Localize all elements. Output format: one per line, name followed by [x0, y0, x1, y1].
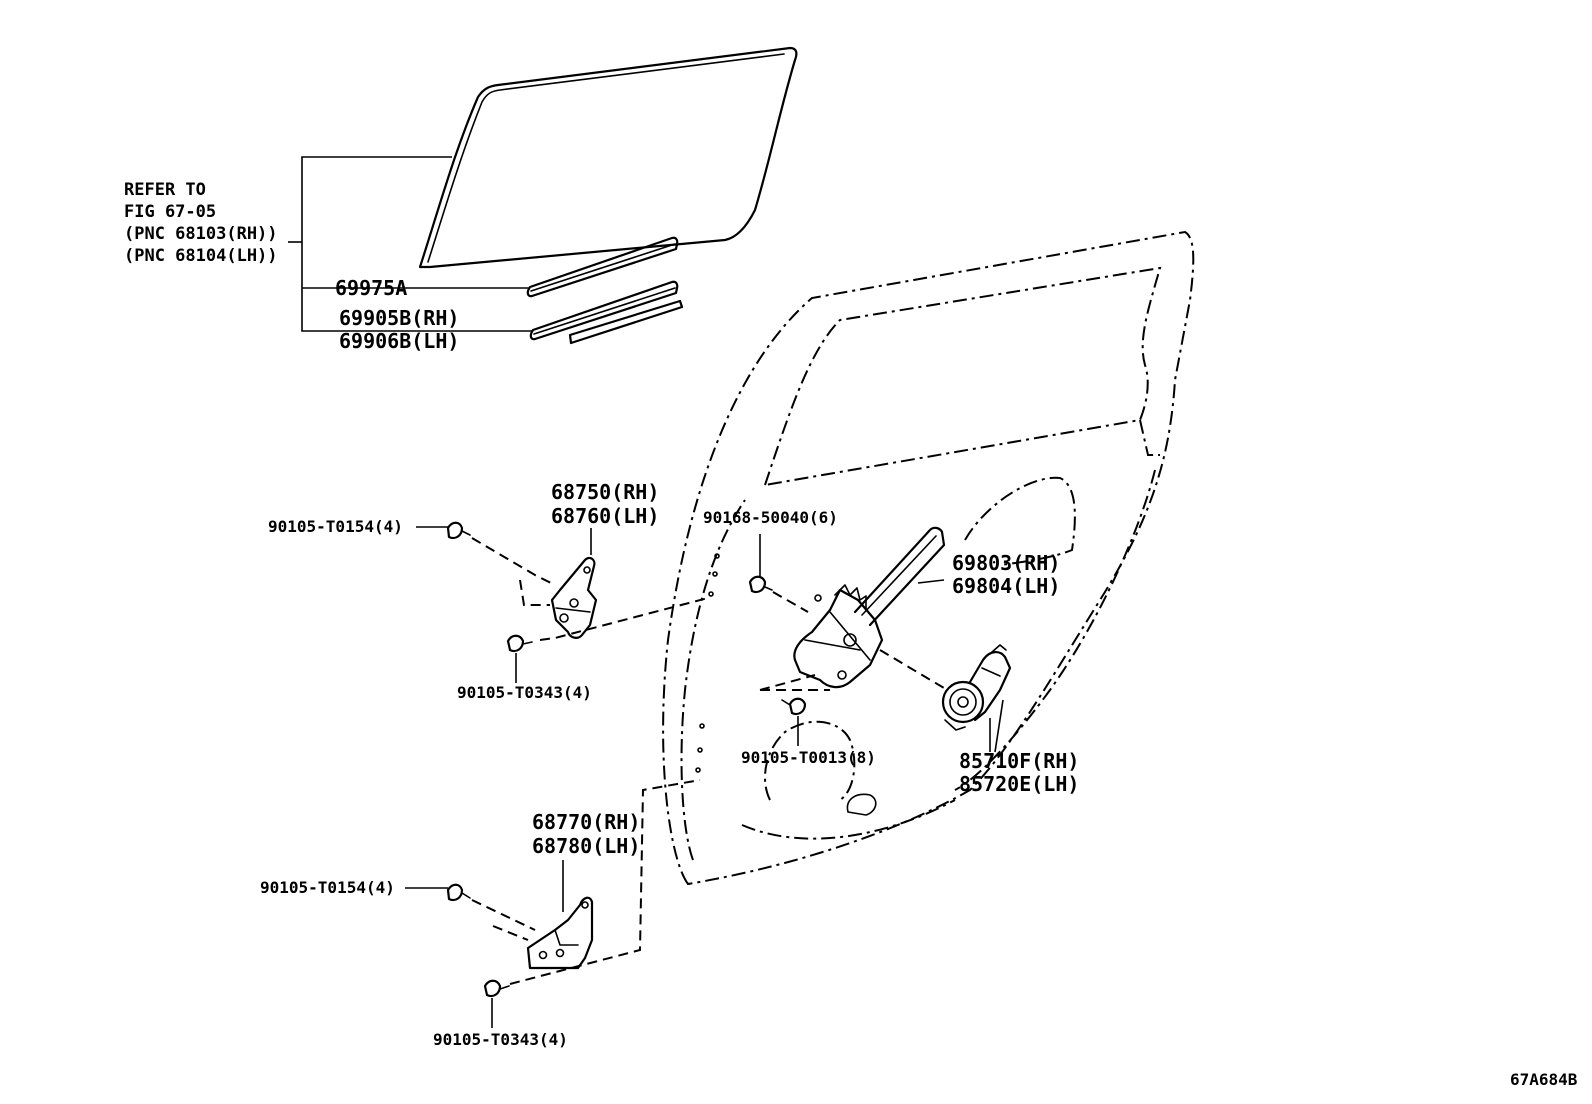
part-label-69804[interactable]: 69804(LH): [952, 574, 1061, 598]
part-label-69803[interactable]: 69803(RH): [952, 551, 1061, 575]
part-label-85720E[interactable]: 85720E(LH): [959, 772, 1080, 796]
part-label-69905B[interactable]: 69905B(RH): [339, 306, 460, 330]
door-glass: [418, 46, 798, 269]
part-label-90168-50040[interactable]: 90168-50040(6): [703, 508, 838, 527]
part-label-68780[interactable]: 68780(LH): [532, 834, 641, 858]
door-panel: [662, 230, 1195, 886]
part-label-68770[interactable]: 68770(RH): [532, 810, 641, 834]
refer-bracket: [288, 156, 532, 332]
part-label-68760[interactable]: 68760(LH): [551, 504, 660, 528]
part-label-90105-T0343-lower[interactable]: 90105-T0343(4): [433, 1030, 568, 1049]
bolt-90105-T0154-lower: [446, 883, 471, 902]
weatherstrip-69975A: [526, 236, 679, 298]
weatherstrip-69905B: [529, 280, 684, 345]
bolt-90105-T0343-upper: [506, 634, 533, 653]
refer-note-line3: (PNC 68103(RH)): [124, 224, 278, 244]
upper-hinge: [550, 556, 598, 639]
bolt-90105-T0154-upper: [446, 521, 471, 540]
regulator-motor: [941, 644, 1012, 731]
lower-hinge: [526, 896, 594, 970]
part-label-85710F[interactable]: 85710F(RH): [959, 749, 1080, 773]
part-label-69906B[interactable]: 69906B(LH): [339, 329, 460, 353]
refer-note-line2: FIG 67-05: [124, 202, 217, 222]
part-label-68750[interactable]: 68750(RH): [551, 480, 660, 504]
bolt-90168-50040: [748, 575, 773, 594]
part-label-90105-T0154-upper[interactable]: 90105-T0154(4): [268, 517, 403, 536]
part-label-90105-T0154-lower[interactable]: 90105-T0154(4): [260, 878, 395, 897]
part-label-90105-T0013[interactable]: 90105-T0013(8): [741, 748, 876, 767]
refer-note-line1: REFER TO: [124, 180, 206, 200]
bolt-90105-T0013: [781, 697, 807, 716]
part-label-69975A[interactable]: 69975A: [335, 276, 408, 300]
figure-code: 67A684B: [1510, 1070, 1578, 1089]
bolt-90105-T0343-lower: [483, 979, 510, 998]
refer-note-line4: (PNC 68104(LH)): [124, 246, 278, 266]
window-regulator: [793, 526, 946, 689]
part-label-90105-T0343-upper[interactable]: 90105-T0343(4): [457, 683, 592, 702]
